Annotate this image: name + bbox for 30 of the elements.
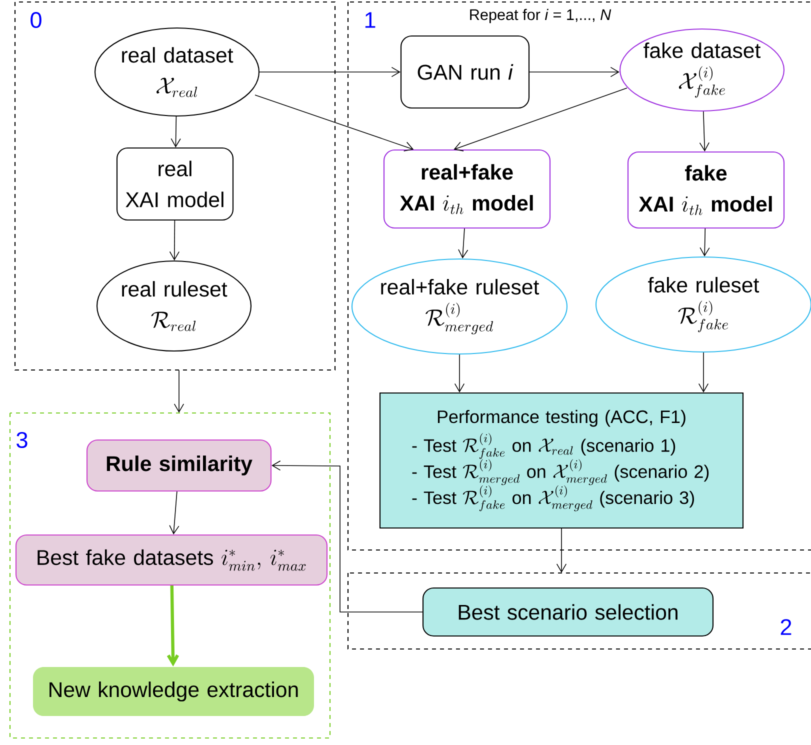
arrow	[458, 228, 468, 258]
arrow	[170, 116, 181, 148]
model-box: real+fake $\textbf{XAI }i_{th}\textbf{ model}$	[383, 149, 551, 229]
model-box: fake $\textbf{XAI }i_{th}\textbf{ model}$	[627, 151, 785, 229]
arrow	[174, 370, 184, 413]
group-number: 0	[30, 12, 42, 28]
loop-heading: Repeat for i = 1,..., N	[470, 8, 612, 24]
arrow	[166, 586, 179, 666]
arrow	[259, 66, 400, 78]
process-box: New knowledge extraction	[33, 666, 314, 716]
arrow	[272, 460, 423, 612]
group-number: 2	[780, 619, 792, 635]
arrow	[529, 66, 620, 78]
arrow	[454, 88, 628, 152]
process-box: real XAI model	[116, 147, 234, 221]
process-box: $\text{Best fake datasets }i^{*}_{min},\, i^{*}_{max}$	[15, 534, 328, 586]
arrow	[699, 111, 710, 152]
process-box: Rule similarity	[86, 439, 272, 492]
process-box: Best scenario selection	[422, 587, 714, 637]
arrow	[556, 528, 567, 573]
group-number: 3	[16, 432, 28, 448]
process-box: GAN run i	[400, 35, 530, 109]
arrow	[700, 228, 710, 256]
arrow	[254, 94, 414, 152]
arrow	[454, 354, 465, 392]
arrow	[698, 352, 709, 392]
arrow	[169, 220, 180, 260]
group-number: 1	[365, 12, 376, 28]
testing-box: Performance testing (ACC, F1) $\text{- Test }\mathcal{R}^{(i)}_{fake}\text{ on }\mathcal{X}_{real}\text{ (scenario 1)}$ $\text{- Test }\mathcal{R}^{(i)}_{merged}\text{ on }\mathcal{X}^{(i)}_{merged}\text{ (scenario 2)}$ $\text{- Test }\mathcal{R}^{(i)}_{fake}\text{ on }\mathcal{X}^{(i)}_{merged}\text{ (scenario 3)}$	[379, 392, 744, 529]
arrow	[169, 491, 180, 534]
